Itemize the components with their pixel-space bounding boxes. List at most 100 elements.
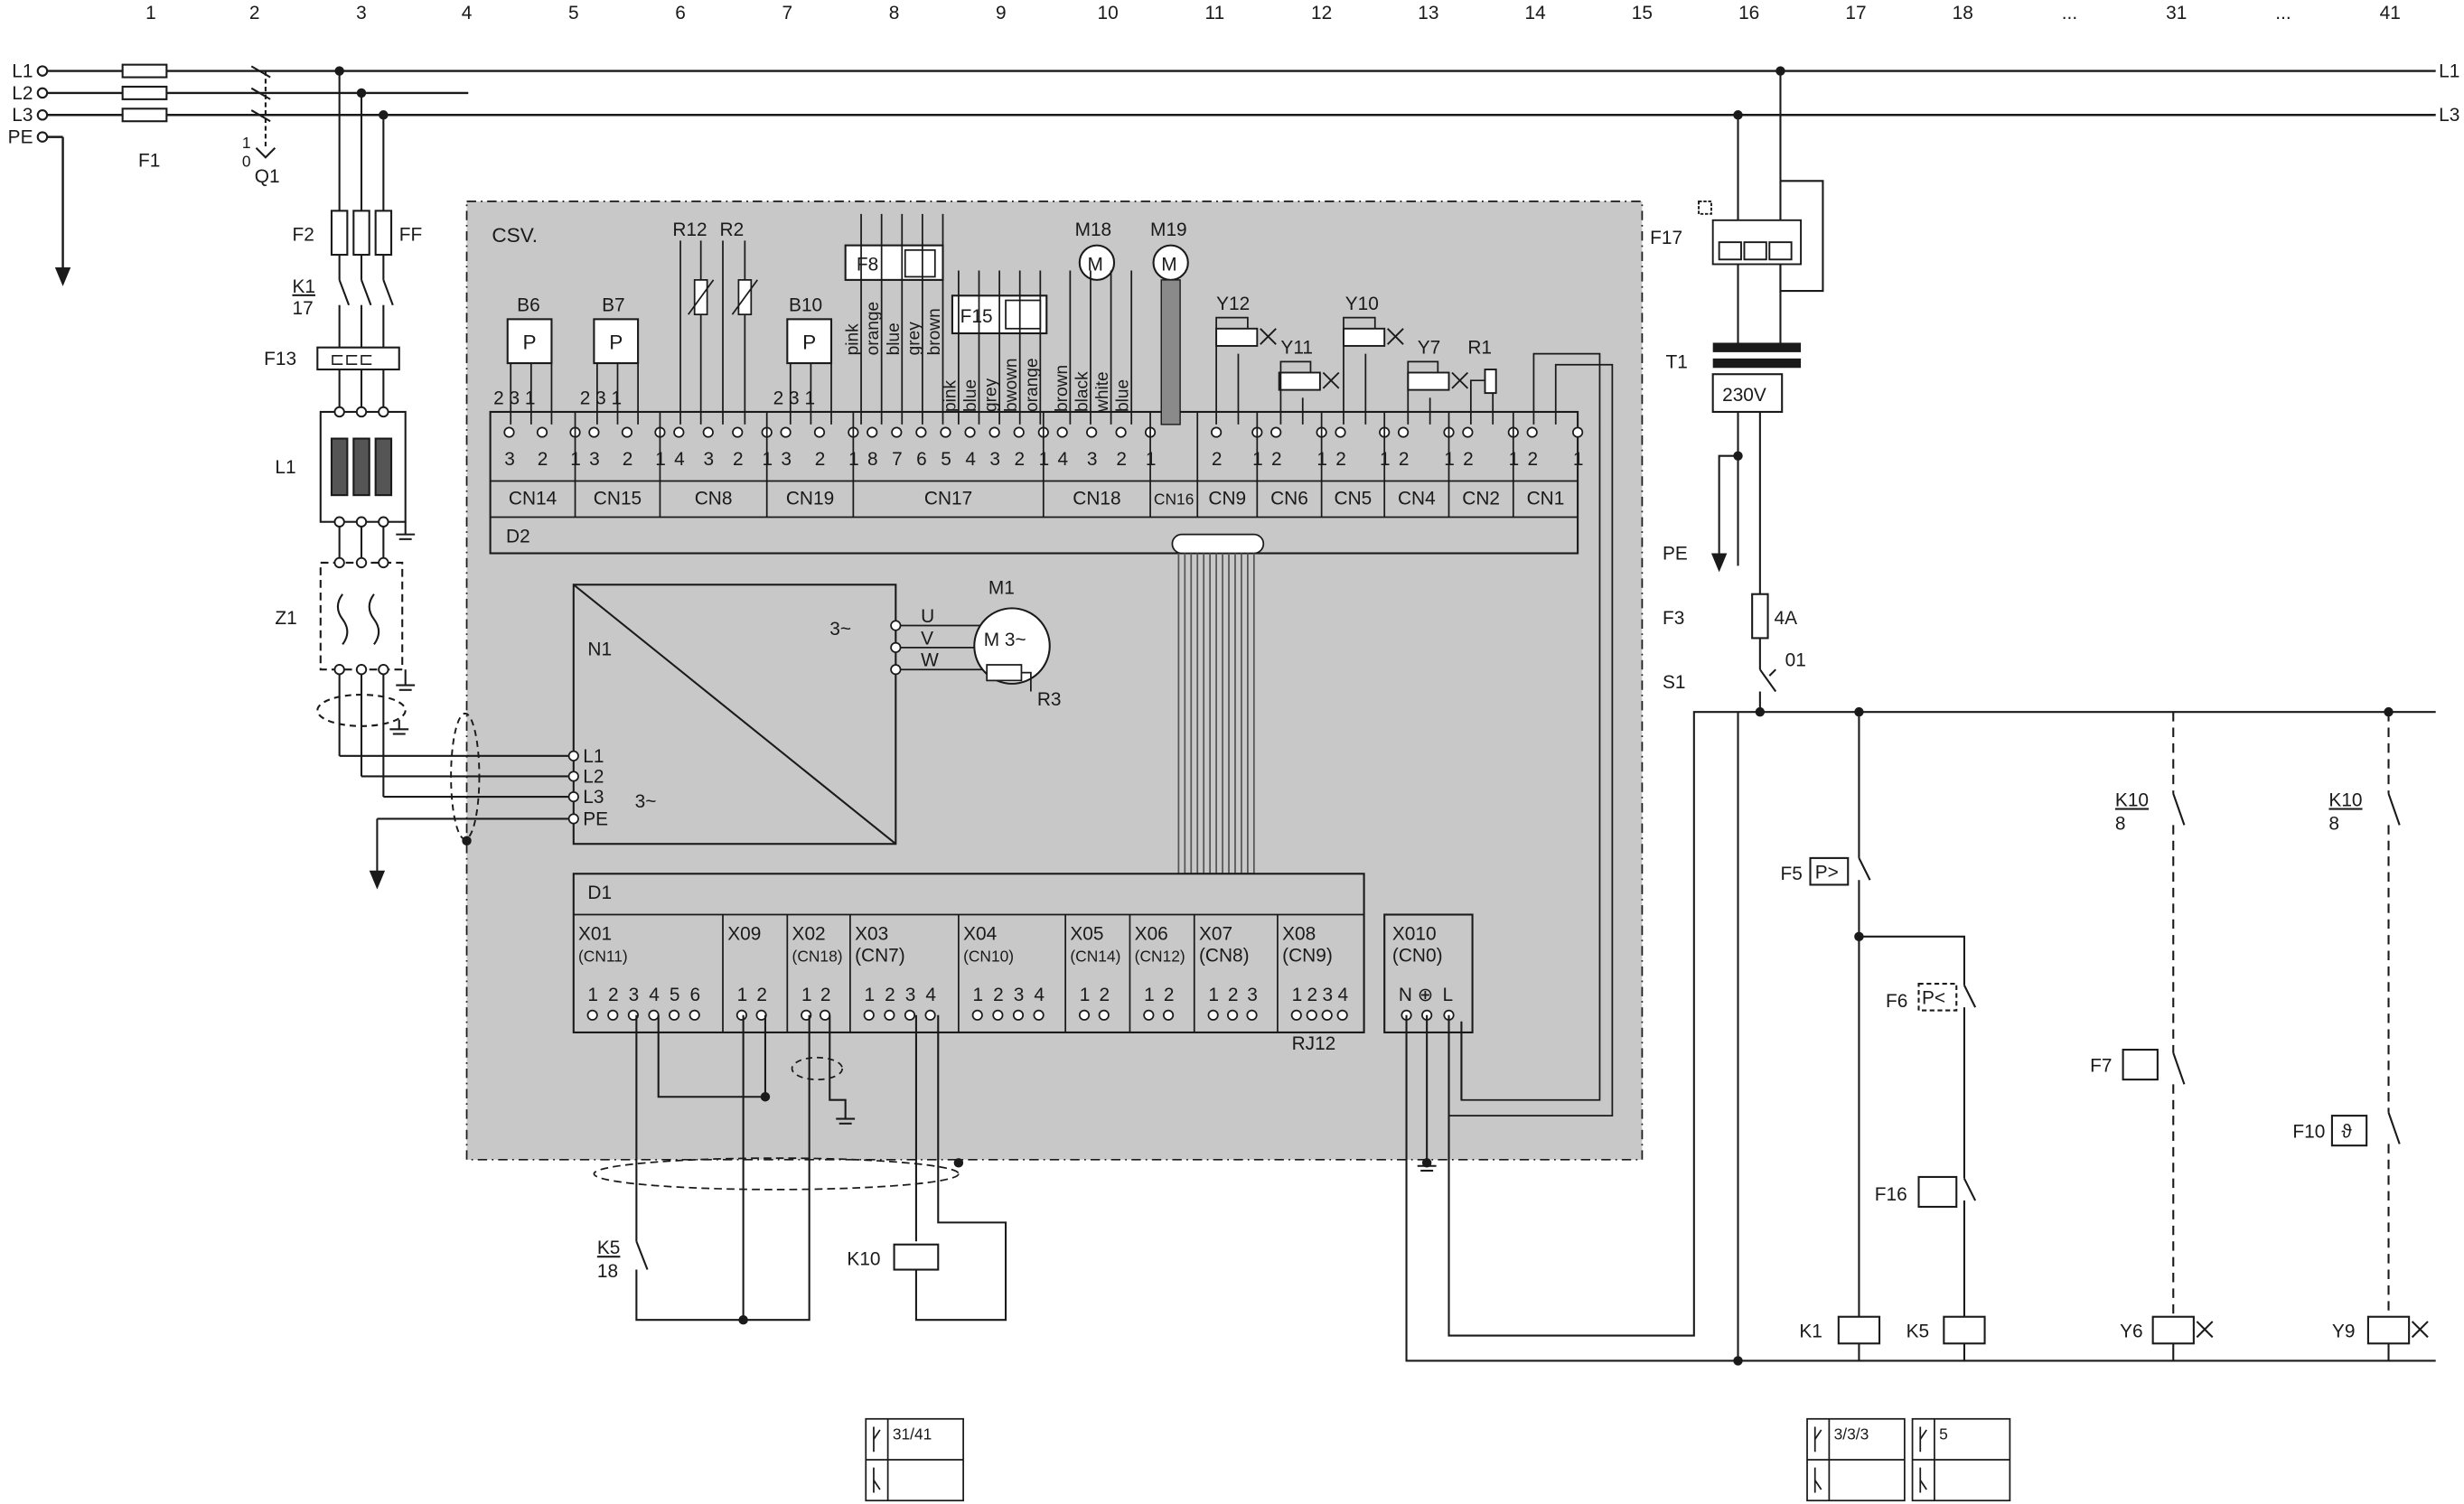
r3-label: R3	[1037, 689, 1062, 710]
column-number: 16	[1738, 3, 1759, 23]
r3-wire	[1021, 671, 1032, 692]
wire-color-label: pink	[844, 323, 863, 356]
d2-pin-terminal	[988, 426, 1000, 438]
table-3-ref: 5	[1939, 1425, 1948, 1443]
wire-color-label: white	[1093, 371, 1112, 413]
d2-pin-number: 8	[867, 449, 878, 470]
f6-symbol: P<	[1922, 988, 1945, 1009]
k10-ref-a: 8	[2115, 814, 2126, 835]
contact-tables	[865, 1417, 2011, 1502]
solenoid-valves	[1215, 327, 1497, 395]
d2-pin-terminal	[891, 426, 903, 438]
k1-ref: 17	[292, 298, 313, 319]
mains-pe: PE	[8, 127, 33, 148]
z1-terminals	[333, 406, 389, 676]
t1-core2	[1712, 358, 1802, 369]
k10-ref-b: 8	[2328, 814, 2339, 835]
d1-board	[572, 873, 1365, 1033]
d1-pin-number: 3	[629, 985, 640, 1005]
column-number: 17	[1845, 3, 1866, 23]
d1-pin-terminal	[1143, 1009, 1155, 1021]
d2-pin-terminal	[732, 426, 744, 438]
n1-in-l1: L1	[583, 746, 604, 767]
f3-fuse	[1751, 593, 1769, 640]
column-number: 15	[1632, 3, 1653, 23]
t1-label: T1	[1666, 351, 1688, 372]
x010-pin-pe: ⊕	[1418, 985, 1433, 1005]
supply-lines	[47, 70, 2436, 271]
k5-ref: 18	[597, 1261, 618, 1282]
d2-pin-terminal	[1013, 426, 1025, 438]
n1-diagonal	[573, 584, 896, 845]
d1-label: D1	[587, 883, 612, 903]
d1-pin-number: 3	[905, 985, 916, 1005]
f1-label: F1	[138, 151, 160, 172]
m18-m: M	[1087, 254, 1102, 275]
q1-off: 0	[242, 153, 251, 171]
column-number: 6	[675, 3, 686, 23]
t1-core	[1712, 342, 1802, 352]
column-number: ...	[2275, 3, 2291, 23]
d1-pin-number: 1	[587, 985, 598, 1005]
m1-symbol: M 3~	[984, 630, 1026, 650]
d2-pin-terminal	[964, 426, 976, 438]
n1-label: N1	[587, 640, 612, 660]
d2-pin-terminal	[1086, 426, 1098, 438]
b7-pins: 2 3 1	[580, 388, 622, 408]
control-contacts	[1858, 793, 2401, 1201]
f10-symbol: ϑ	[2341, 1121, 2352, 1142]
d1-pin-number: 4	[1337, 985, 1348, 1005]
k5-contact	[635, 1240, 649, 1270]
d1-pin-terminal	[1226, 1009, 1239, 1021]
d1-connector-sub: (CN9)	[1282, 946, 1333, 967]
d2-connector-name: CN16	[1154, 490, 1194, 509]
d2-pin-number: 4	[674, 449, 685, 470]
d1-pin-number: 2	[1164, 985, 1175, 1005]
d1-connector-sub: (CN11)	[578, 948, 628, 966]
q1-on: 1	[242, 134, 251, 152]
d1-pin-terminal	[992, 1009, 1004, 1021]
d2-pin-terminal	[867, 426, 878, 438]
d1-connector-sub: (CN12)	[1135, 948, 1185, 966]
d2-connector-name: CN6	[1270, 489, 1308, 509]
thermistors	[679, 240, 758, 425]
b10-label: B10	[789, 295, 822, 316]
d1-connector-name: X05	[1070, 923, 1103, 944]
f2-fuses	[330, 210, 393, 257]
ground-symbols	[389, 521, 416, 735]
wire-color-label: brown	[925, 308, 944, 355]
d1-pin-terminal	[971, 1009, 983, 1021]
n1-out-3phase: 3~	[829, 619, 851, 640]
coil-k1: K1	[1799, 1321, 1822, 1341]
d1-pin-terminal	[1336, 1009, 1348, 1021]
column-number: 14	[1525, 3, 1546, 23]
d1-pin-terminal	[884, 1009, 895, 1021]
wire-color-label: grey	[904, 322, 923, 356]
d1-pin-terminal	[669, 1009, 680, 1021]
d2-pin-number: 3	[989, 449, 1000, 470]
d2-pin-number: 2	[1399, 449, 1410, 470]
column-number: 31	[2166, 3, 2187, 23]
column-number: ...	[2062, 3, 2077, 23]
d1-pin-number: 1	[973, 985, 984, 1005]
d1-connector-name: X09	[727, 923, 761, 944]
d2-connector-name: CN1	[1527, 489, 1565, 509]
x010-sub: (CN0)	[1392, 946, 1443, 967]
d1-pin-number: 1	[1292, 985, 1303, 1005]
d2-connector-name: CN15	[594, 489, 642, 509]
d1-pin-terminal	[735, 1009, 747, 1021]
column-number: 18	[1953, 3, 1973, 23]
t1-secondary	[1711, 373, 1784, 414]
control-wiring	[1858, 712, 2390, 1361]
coil-y9: Y9	[2332, 1321, 2356, 1341]
f15-symbol	[1005, 299, 1042, 330]
pe-arrow-left	[54, 266, 71, 286]
d1-pin-terminal	[1321, 1009, 1333, 1021]
b7-p: P	[609, 331, 623, 353]
t1-voltage: 230V	[1722, 385, 1766, 406]
m1-label: M1	[988, 578, 1015, 599]
d2-connector-name: CN14	[509, 489, 557, 509]
f17-breaker	[1698, 200, 1803, 266]
